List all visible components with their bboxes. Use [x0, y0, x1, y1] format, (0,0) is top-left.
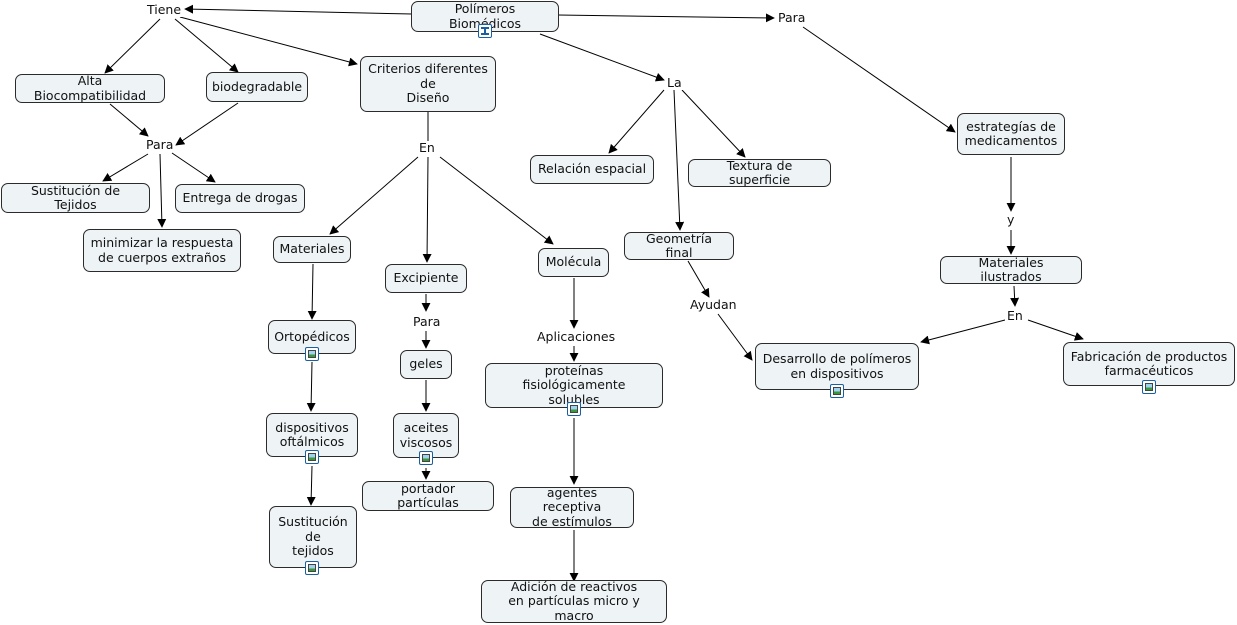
concept-molecula[interactable]: Molécula — [538, 248, 609, 277]
link-en-right: En — [1005, 308, 1025, 323]
image-icon[interactable] — [1142, 380, 1156, 394]
link-para-left: Para — [144, 137, 176, 152]
concept-materiales-ilustrados[interactable]: Materiales ilustrados — [940, 255, 1082, 284]
image-icon[interactable] — [830, 384, 844, 398]
concept-desarrollo-polimeros[interactable]: Desarrollo de polímeros en dispositivos — [755, 343, 919, 390]
concept-sustitucion-tejidos[interactable]: Sustitución de Tejidos — [1, 183, 150, 213]
image-icon[interactable] — [305, 561, 319, 575]
link-ayudan: Ayudan — [688, 297, 739, 312]
concept-geles[interactable]: geles — [400, 350, 452, 379]
link-la: La — [665, 75, 684, 90]
concept-biodegradable[interactable]: biodegradable — [206, 72, 308, 102]
concept-estrategias-medicamentos[interactable]: estrategías de medicamentos — [957, 113, 1065, 155]
link-y: y — [1005, 212, 1017, 227]
concept-excipiente[interactable]: Excipiente — [385, 264, 467, 293]
link-para-top: Para — [776, 10, 808, 25]
link-tiene: Tiene — [145, 2, 184, 17]
image-icon[interactable] — [305, 347, 319, 361]
concept-agentes-receptiva[interactable]: agentes receptiva de estímulos — [510, 485, 634, 529]
concept-alta-biocompatibilidad[interactable]: Alta Biocompatibilidad — [15, 73, 165, 103]
concept-dispositivos-oftalmicos[interactable]: dispositivos oftálmicos — [266, 413, 358, 457]
image-icon[interactable] — [419, 451, 433, 465]
concept-geometria-final[interactable]: Geometría final — [624, 231, 734, 260]
concept-map-icon[interactable] — [478, 24, 492, 38]
link-en-center: En — [417, 140, 437, 155]
concept-aceites-viscosos[interactable]: aceites viscosos — [393, 413, 459, 458]
link-aplicaciones: Aplicaciones — [535, 329, 618, 344]
concept-relacion-espacial[interactable]: Relación espacial — [530, 155, 654, 184]
image-icon[interactable] — [305, 450, 319, 464]
concept-portador-particulas[interactable]: portador partículas — [362, 481, 494, 511]
image-icon[interactable] — [567, 402, 581, 416]
concept-materiales[interactable]: Materiales — [273, 236, 351, 263]
concept-adicion-reactivos[interactable]: Adición de reactivos en partículas micro… — [481, 579, 667, 623]
concept-fabricacion-productos[interactable]: Fabricación de productos farmacéuticos — [1063, 342, 1235, 386]
concept-textura-superficie[interactable]: Textura de superficie — [688, 158, 831, 187]
concept-entrega-drogas[interactable]: Entrega de drogas — [175, 184, 305, 213]
link-para-excipiente: Para — [411, 314, 443, 329]
concept-criterios-diseno[interactable]: Criterios diferentes de Diseño — [360, 56, 496, 112]
concept-sustitucion-de-tejidos[interactable]: Sustitución de tejidos — [269, 506, 357, 568]
concept-minimizar-respuesta[interactable]: minimizar la respuesta de cuerpos extrañ… — [83, 229, 241, 272]
